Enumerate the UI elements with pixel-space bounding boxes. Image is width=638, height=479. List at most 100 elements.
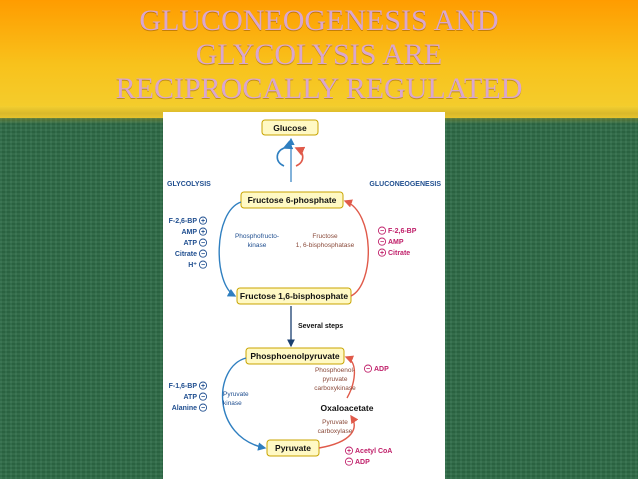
fructose-1-6-bisphosphate-label: Fructose 1,6-bisphosphate [240,291,348,301]
regulation-sign-icon [198,392,208,401]
regulator-pepck-0: −ADP [363,364,389,373]
pepck-regulators: −ADP [363,364,389,373]
pyruvate-kinase-label-line-1: Pyruvate [223,391,249,398]
regulator-fbpase-0: −F-2,6-BP [377,226,417,235]
regulation-sign: − [201,394,205,401]
header-background [0,0,638,118]
phosphoenolpyruvate-node: Phosphoenolpyruvate [245,347,345,365]
regulation-sign: − [201,251,205,258]
regulator-label: H⁺ [188,262,197,269]
regulator-pk-2: −Alanine [172,403,208,412]
regulator-label: AMP [181,229,197,236]
regulation-sign: − [201,240,205,247]
regulation-sign: − [201,262,205,269]
pyruvate-carboxylase-regulators: +Acetyl CoA−ADP [344,446,392,466]
regulation-sign: + [201,229,205,236]
regulator-pk-1: −ATP [184,392,208,401]
fbpase-label-line-1: Fructose [312,233,338,240]
regulation-sign-icon [344,446,354,455]
glucose-blue-curl [276,140,294,167]
fructose-6-phosphate-label: Fructose 6-phosphate [248,195,337,205]
slide-title-line-2: GLYCOLYSIS ARE [195,38,443,71]
regulator-label: ADP [355,459,370,466]
regulator-pk-0: +F-1,6-BP [169,381,208,390]
regulation-sign-icon [198,403,208,412]
regulator-label: Alanine [172,405,197,412]
regulation-sign-icon [377,226,387,235]
regulator-label: ATP [184,394,198,401]
pfk-arrow [218,201,242,297]
pyruvate-carboxylase-label-line-1: Pyruvate [322,419,348,426]
pyruvate-kinase-label-line-2: kinase [223,400,242,407]
regulator-label: Acetyl CoA [355,448,392,455]
fructose-1-6-bisphosphate-node: Fructose 1,6-bisphosphate [236,287,352,305]
pepck-label-line-1: Phosphoenol- [315,367,355,374]
regulation-sign: + [380,250,384,257]
pyruvate-carboxylase-arrow [318,414,359,449]
regulator-pfk-1: + AMP [181,227,208,236]
regulation-sign: − [201,405,205,412]
regulation-sign: − [380,228,384,235]
phosphoenolpyruvate-label: Phosphoenolpyruvate [250,351,340,361]
several-steps-label: Several steps [298,323,343,330]
pyruvate-carboxylase-label-line-2: carboxylase [318,428,353,435]
regulation-sign-icon [377,248,387,257]
slide-title: GLUCONEOGENESIS AND GLYCOLYSIS ARE RECIP… [0,4,638,106]
pfk-regulators: +F-2,6-BP+AMP−ATP−Citrate−H⁺ [169,216,208,269]
pepck-label-line-3: carboxykinase [314,385,356,392]
glucose-label: Glucose [273,123,307,133]
regulator-pc-1: −ADP [344,457,370,466]
slide-title-line-1: GLUCONEOGENESIS AND [139,4,499,37]
regulation-sign: + [201,218,205,225]
regulator-label: F-2,6-BP [388,228,417,235]
regulator-pfk-2: −ATP [184,238,208,247]
regulator-label: Citrate [175,251,197,258]
regulation-sign-icon [198,227,208,236]
fbpase-arrow [343,199,369,297]
slide-title-line-3: RECIPROCALLY REGULATED [115,72,523,105]
pepck-arrow [344,355,356,399]
regulation-sign-icon [198,216,208,225]
gluconeogenesis-heading: GLUCONEOGENESIS [369,181,441,188]
regulation-sign-icon [198,260,208,269]
regulation-diagram: Glucose GLYCOLYSIS GLUCONEOGENESIS Fruct… [167,119,441,466]
regulator-label: ADP [374,366,389,373]
regulator-label: ATP [184,240,198,247]
regulation-sign-icon [363,364,373,373]
regulator-pfk-3: −Citrate [175,249,208,258]
regulation-sign-icon [198,381,208,390]
regulator-label: Citrate [388,250,410,257]
regulation-sign: − [380,239,384,246]
glycolysis-heading: GLYCOLYSIS [167,181,211,188]
oxaloacetate-label: Oxaloacetate [321,403,374,413]
regulator-fbpase-1: −AMP [377,237,404,246]
pyruvate-kinase-regulators: +F-1,6-BP−ATP−Alanine [169,381,208,412]
pyruvate-kinase-arrow [221,357,267,451]
regulation-sign: − [366,366,370,373]
pyruvate-label: Pyruvate [275,443,311,453]
diagram-panel: Glucose GLYCOLYSIS GLUCONEOGENESIS Fruct… [163,112,445,479]
fbpase-regulators: −F-2,6-BP−AMP+Citrate [377,226,417,257]
regulator-label: F-2,6-BP [169,218,198,225]
glucose-node: Glucose [261,119,319,136]
regulator-pfk-4: −H⁺ [188,260,208,269]
pepck-label-line-2: pyruvate [323,376,348,383]
pfk-label-line-2: kinase [248,242,267,249]
pfk-label-line-1: Phosphofructo- [235,233,279,240]
regulation-sign-icon [377,237,387,246]
regulator-label: AMP [388,239,404,246]
regulation-sign-icon [344,457,354,466]
regulator-fbpase-2: + Citrate [377,248,410,257]
regulation-sign-icon [198,249,208,258]
pyruvate-node: Pyruvate [266,439,320,457]
fbpase-label-line-2: 1, 6-bisphosphatase [296,242,355,249]
glucose-red-curl [294,146,306,167]
regulator-pfk-0: +F-2,6-BP [169,216,208,225]
regulation-sign: + [201,383,205,390]
regulation-sign: − [347,459,351,466]
fructose-6-phosphate-node: Fructose 6-phosphate [240,191,344,209]
regulator-label: F-1,6-BP [169,383,198,390]
regulator-pc-0: + Acetyl CoA [344,446,392,455]
regulation-sign-icon [198,238,208,247]
regulation-sign: + [347,448,351,455]
